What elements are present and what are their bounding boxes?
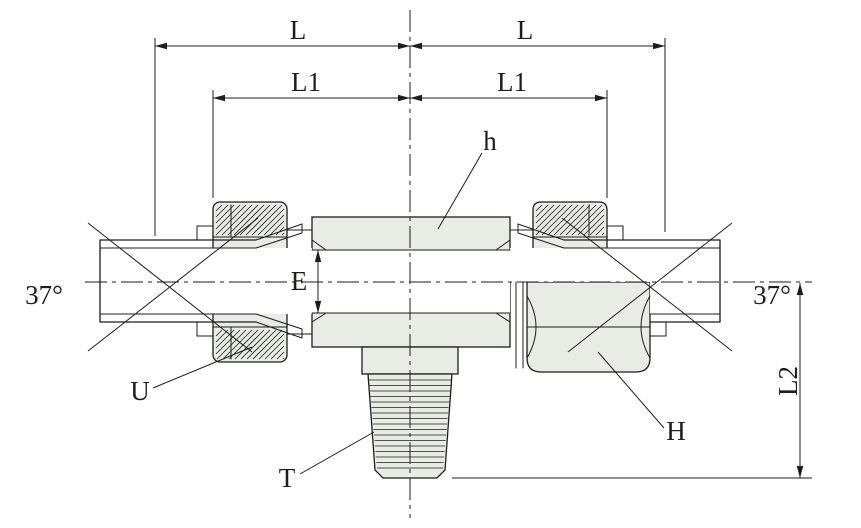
label-h: h <box>483 126 497 156</box>
centerlines <box>85 10 812 518</box>
flare-angle-lines <box>87 217 733 353</box>
angle-lines-left <box>87 217 259 353</box>
left-nut-thread-hatch-bottom <box>215 329 285 360</box>
label-angle-right: 37° <box>753 280 791 310</box>
body-seats <box>311 239 511 323</box>
right-nut-bore <box>532 204 608 238</box>
leader-U <box>152 346 253 389</box>
sleeve-right <box>606 225 624 241</box>
left-nut-bore <box>212 204 288 360</box>
right-nut-thread-hatch <box>535 204 605 236</box>
angle-lines-right <box>561 217 733 353</box>
sleeve-left <box>196 225 214 337</box>
leader-h <box>437 152 483 230</box>
leader-H <box>597 351 665 429</box>
hex-nut-details <box>515 281 651 369</box>
dimension-arrowheads <box>155 42 804 478</box>
extension-lines <box>154 38 812 479</box>
dimension-lines <box>155 45 801 478</box>
leader-T <box>299 431 375 475</box>
label-L1-right: L1 <box>497 67 527 97</box>
label-L2: L2 <box>773 366 803 396</box>
male-thread-crests <box>369 379 451 469</box>
label-H: H <box>666 416 686 446</box>
label-U: U <box>130 376 150 406</box>
label-E: E <box>291 266 308 296</box>
label-L1-left: L1 <box>291 67 321 97</box>
label-L-right: L <box>517 15 534 45</box>
label-angle-left: 37° <box>25 280 63 310</box>
labels: L L L1 L1 h E 37° 37° U T H L2 <box>25 15 803 493</box>
label-L-left: L <box>290 15 307 45</box>
leader-lines <box>152 152 665 475</box>
label-T: T <box>279 463 296 493</box>
